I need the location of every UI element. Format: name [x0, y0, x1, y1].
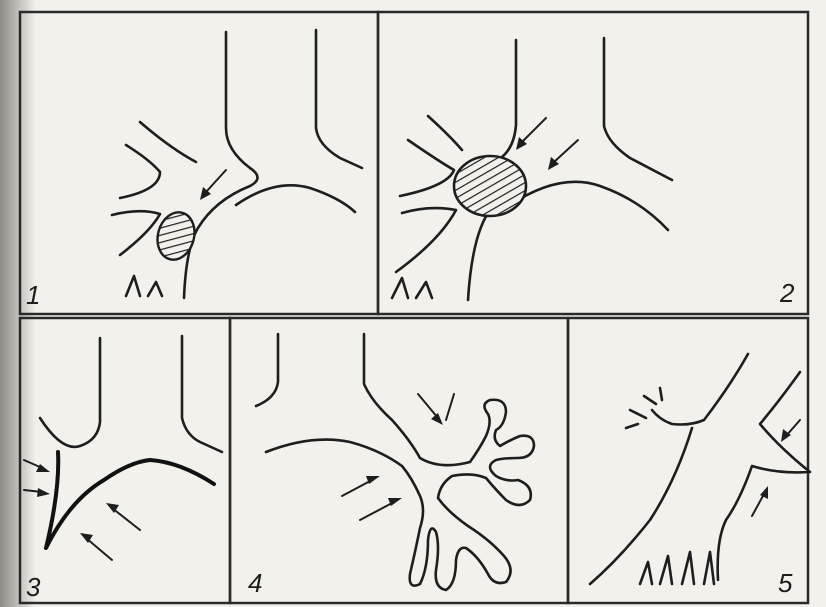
panel-3-label: 3	[26, 572, 41, 602]
panel-4-label: 4	[248, 568, 262, 598]
panel-2-label: 2	[779, 278, 795, 308]
shadow-blob-large	[454, 156, 526, 216]
panel-1-label: 1	[26, 280, 40, 310]
panel-5-label: 5	[778, 568, 793, 598]
